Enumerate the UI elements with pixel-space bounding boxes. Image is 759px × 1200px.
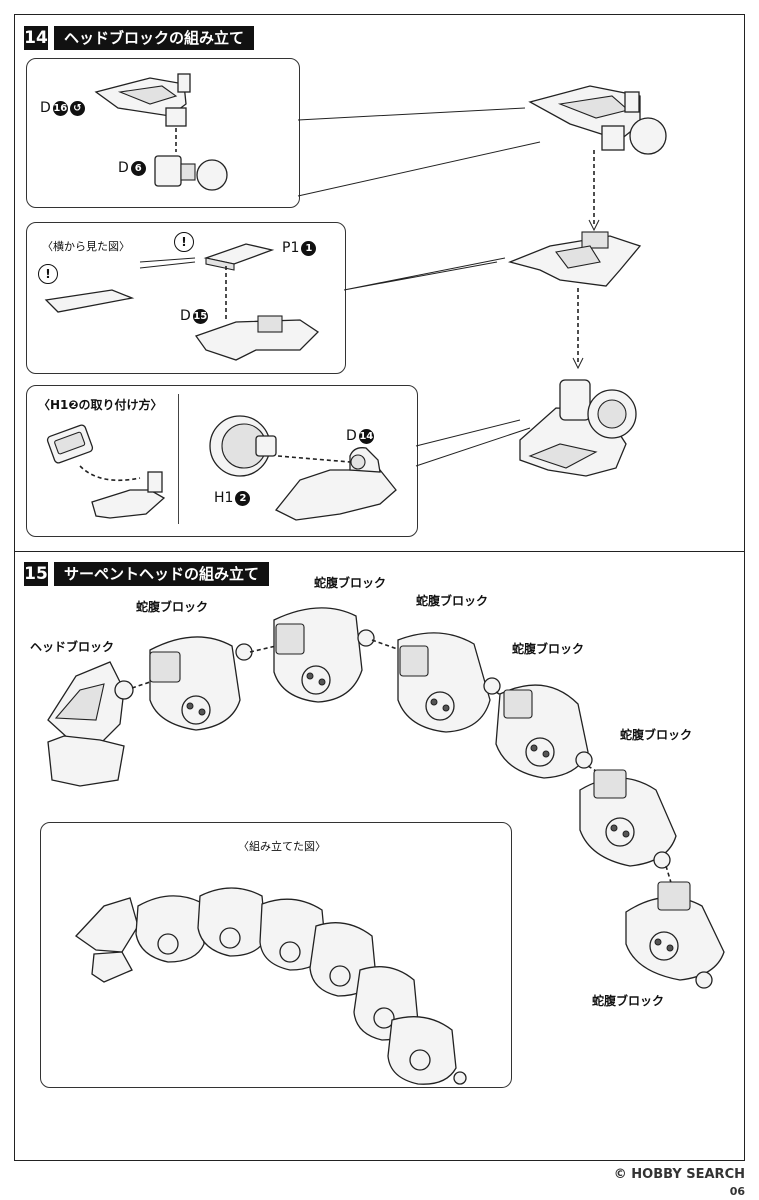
warning-icon: ! <box>174 232 194 252</box>
h1-number: 2 <box>235 490 251 506</box>
assembled-serpent <box>75 887 467 1085</box>
cut-mark-icon: ↺ <box>69 100 85 116</box>
belly-block-label: 蛇腹ブロック <box>512 642 585 656</box>
warning-icon: ! <box>38 264 58 284</box>
d14-letter: D <box>346 428 357 444</box>
step14-title: ヘッドブロックの組み立て <box>54 26 255 50</box>
h1-letter: H1 <box>214 490 234 506</box>
side-view-label: 〈横から見た図〉 <box>42 240 130 253</box>
d15-number: 15 <box>192 308 208 324</box>
belly-block-label: 蛇腹ブロック <box>314 576 387 590</box>
step15-number: 15 <box>24 562 48 586</box>
d6-number: 6 <box>130 160 146 176</box>
p1-number: 1 <box>301 240 317 256</box>
belly-block-3 <box>397 632 501 733</box>
belly-block-label: 蛇腹ブロック <box>592 994 665 1008</box>
page-number: 06 <box>729 1185 745 1198</box>
h1-how-to-label: 〈H1❷の取り付け方〉 <box>38 398 163 412</box>
belly-block-label: 蛇腹ブロック <box>136 600 209 614</box>
head-block-label: ヘッドブロック <box>30 640 115 654</box>
subpanel-divider <box>178 394 179 524</box>
d15-letter: D <box>180 308 191 324</box>
d16-number: 16 <box>52 100 68 116</box>
belly-block-label: 蛇腹ブロック <box>620 728 693 742</box>
d16-letter: D <box>40 100 51 116</box>
d14-number: 14 <box>358 428 374 444</box>
watermark: © HOBBY SEARCH <box>613 1167 745 1182</box>
belly-block-5 <box>579 769 677 869</box>
d6-letter: D <box>118 160 129 176</box>
belly-block-6 <box>625 881 725 989</box>
assembled-view-label: 〈組み立てた図〉 <box>238 840 326 853</box>
belly-block-label: 蛇腹ブロック <box>416 594 489 608</box>
step15-title: サーペントヘッドの組み立て <box>54 562 270 586</box>
belly-block-4 <box>495 684 593 779</box>
p1-letter: P1 <box>282 240 300 256</box>
belly-block-1 <box>149 636 253 731</box>
belly-block-2 <box>273 607 375 703</box>
step14-number: 14 <box>24 26 48 50</box>
